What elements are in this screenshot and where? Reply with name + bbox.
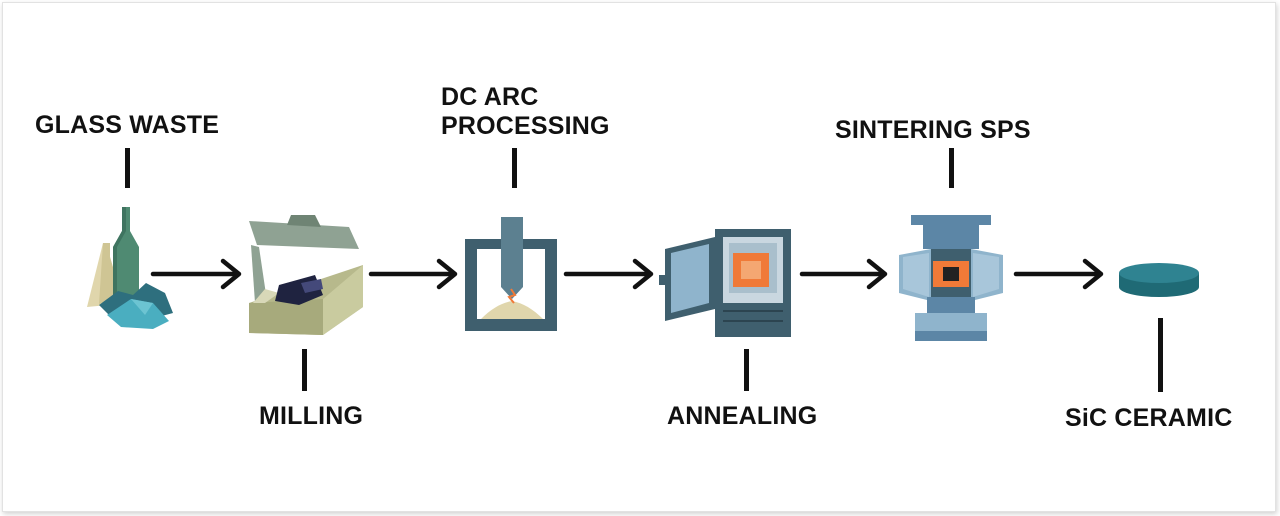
arrow-1 — [150, 258, 242, 290]
arrow-3 — [563, 258, 654, 290]
stem-annealing — [744, 349, 749, 391]
label-dc-arc-processing: DC ARC PROCESSING — [441, 83, 610, 140]
glass-waste-icon — [87, 207, 173, 329]
arc-furnace-icon — [465, 217, 557, 331]
stem-glass-waste — [125, 148, 130, 188]
label-annealing: ANNEALING — [667, 402, 818, 430]
stem-sintering — [949, 148, 954, 188]
label-sic-ceramic: SiC CERAMIC — [1065, 404, 1233, 432]
label-milling: MILLING — [259, 402, 364, 430]
arrow-4 — [799, 258, 888, 290]
ceramic-disc-icon — [1119, 263, 1199, 297]
sps-press-icon — [899, 215, 1003, 341]
arrow-5 — [1013, 258, 1104, 290]
stem-dc-arc — [512, 148, 517, 188]
process-illustration — [87, 207, 1199, 341]
annealing-furnace-icon — [659, 229, 791, 337]
label-sintering-sps: SINTERING SPS — [835, 116, 1031, 144]
label-glass-waste: GLASS WASTE — [35, 111, 220, 139]
stem-milling — [302, 349, 307, 391]
mill-icon — [249, 215, 363, 335]
stem-sic-ceramic — [1158, 318, 1163, 392]
arrow-2 — [368, 258, 458, 290]
